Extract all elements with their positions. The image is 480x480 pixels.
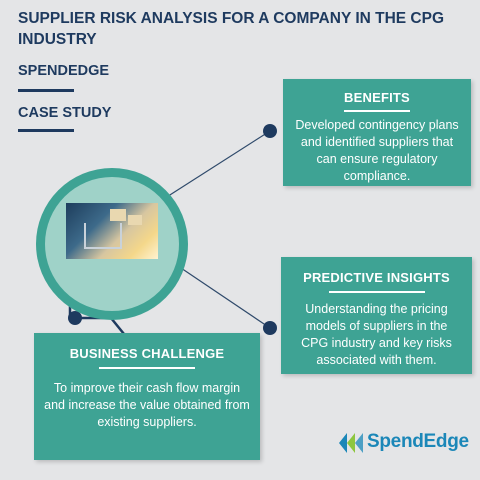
business-challenge-divider (99, 367, 195, 369)
cart-icon (84, 223, 122, 249)
connector-insights (177, 265, 271, 329)
benefits-card: BENEFITS Developed contingency plans and… (283, 79, 471, 186)
benefits-heading: BENEFITS (344, 90, 410, 105)
page-title: SUPPLIER RISK ANALYSIS FOR A COMPANY IN … (18, 10, 445, 48)
predictive-insights-card: PREDICTIVE INSIGHTS Understanding the pr… (281, 257, 472, 374)
business-challenge-heading: BUSINESS CHALLENGE (69, 346, 225, 361)
category-underline (18, 129, 74, 132)
connector-dot-insights (263, 321, 277, 335)
benefits-text: Developed contingency plans and identifi… (295, 118, 459, 183)
benefits-divider (344, 110, 410, 112)
logo-text: SpendEdge (367, 431, 469, 452)
spendedge-logo: SpendEdge (339, 430, 469, 456)
business-challenge-card: BUSINESS CHALLENGE To improve their cash… (34, 333, 260, 460)
predictive-insights-divider (328, 291, 425, 293)
predictive-insights-heading: PREDICTIVE INSIGHTS (303, 270, 450, 285)
business-challenge-text: To improve their cash flow margin and in… (44, 381, 250, 429)
brand-label: SPENDEDGE (18, 63, 110, 79)
predictive-insights-text: Understanding the pricing models of supp… (301, 302, 452, 367)
connector-dot-benefits (263, 124, 277, 138)
connector-benefits (161, 130, 271, 201)
brand-underline (18, 89, 74, 92)
package-box (110, 209, 126, 221)
category-label: CASE STUDY (18, 105, 112, 121)
spendedge-logo-icon (339, 433, 363, 453)
package-box (128, 215, 142, 225)
connector-dot-challenge (68, 311, 82, 325)
shopping-cart-photo (66, 203, 158, 259)
